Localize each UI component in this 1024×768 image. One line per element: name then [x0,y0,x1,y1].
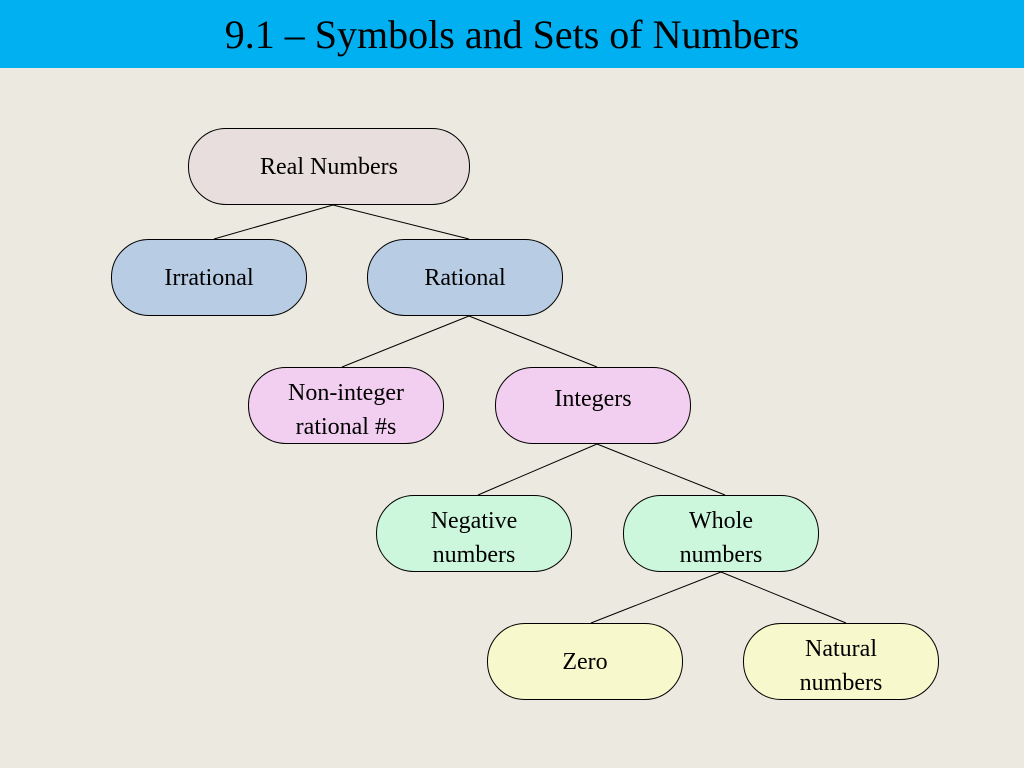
edge-real-irrational [213,204,334,240]
title-bar: 9.1 – Symbols and Sets of Numbers [0,0,1024,68]
edge-integers-negative [477,443,598,496]
node-whole-numbers: Whole numbers [623,495,819,572]
node-label: Irrational [164,264,254,291]
node-label: Zero [562,648,608,675]
node-label-line-2: numbers [679,542,763,568]
node-zero: Zero [487,623,683,700]
node-label-line-1: Negative [430,508,518,534]
node-label-line-1: Natural [805,636,877,662]
edge-integers-whole [596,443,726,496]
node-label-line-1: Non-integer [288,380,404,406]
node-rational: Rational [367,239,563,316]
node-irrational: Irrational [111,239,307,316]
edge-real-rational [332,204,470,240]
node-label: Real Numbers [260,153,398,180]
node-label-line-2: numbers [432,542,516,568]
node-label-line-1: Whole [689,508,753,534]
edge-whole-natural [720,571,847,624]
node-label-line-2: rational #s [295,414,397,440]
node-label: Integers [554,386,632,412]
slide-title: 9.1 – Symbols and Sets of Numbers [224,11,800,57]
edge-rational-noninteger [341,315,470,368]
node-non-integer-rational: Non-integer rational #s [248,367,444,444]
edge-rational-integers [468,315,598,368]
node-integers: Integers [495,367,691,444]
node-natural-numbers: Natural numbers [743,623,939,700]
node-label-line-2: numbers [799,670,883,696]
edge-whole-zero [590,571,722,624]
node-negative-numbers: Negative numbers [376,495,572,572]
node-real-numbers: Real Numbers [188,128,470,205]
node-label: Rational [424,264,506,291]
